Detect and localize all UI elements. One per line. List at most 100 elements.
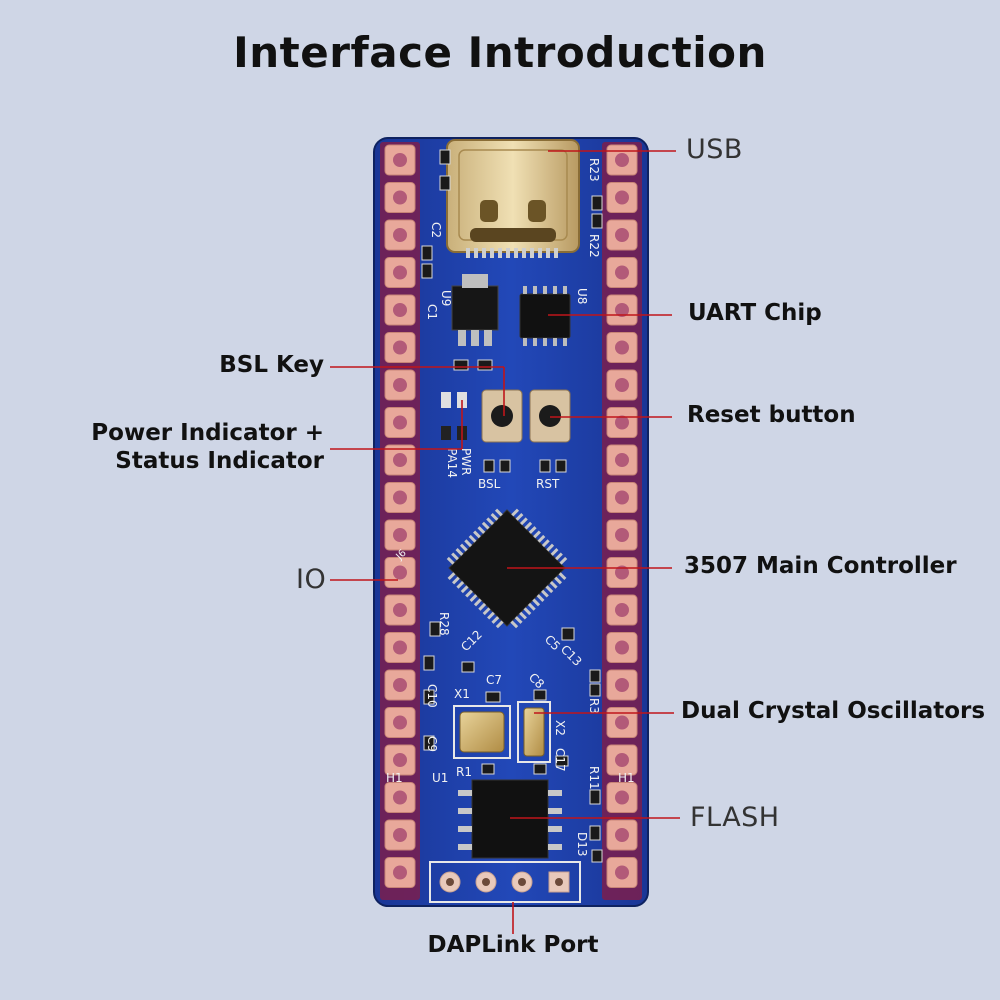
silk-d13: D13 xyxy=(575,832,589,857)
silk-u9: U9 xyxy=(439,290,453,306)
qfp-pin xyxy=(446,556,455,565)
smd-part xyxy=(591,195,603,211)
io-pad-hole xyxy=(615,603,629,617)
smd-part xyxy=(461,661,475,673)
qfp-pin xyxy=(490,512,499,521)
io-pad-hole xyxy=(615,490,629,505)
qfp-pin xyxy=(546,543,555,552)
qfp-pin xyxy=(558,572,567,581)
usb-pin xyxy=(498,248,502,258)
smd-part xyxy=(483,459,495,473)
qfp-pin xyxy=(487,611,495,620)
silk-c2: C2 xyxy=(429,222,443,238)
flash-pin xyxy=(458,790,472,796)
io-pad-hole xyxy=(615,528,629,542)
qfp-pin xyxy=(550,548,559,556)
qfp-pin xyxy=(519,611,527,620)
qfp-pin xyxy=(559,556,568,565)
reset-button xyxy=(529,389,571,443)
io-pad-hole xyxy=(393,453,407,467)
io-pad-hole xyxy=(393,678,407,692)
qfp-pin xyxy=(537,534,546,543)
smd-part xyxy=(591,213,603,229)
qfp-pin xyxy=(451,576,460,585)
smd-part xyxy=(485,691,501,703)
smd-part xyxy=(499,459,511,473)
qfp-pin xyxy=(451,552,459,561)
io-pad-hole xyxy=(393,753,407,767)
usb-pin xyxy=(522,248,526,258)
flash-pin xyxy=(548,790,562,796)
smd-part xyxy=(561,627,575,641)
silk-h1-right: H1 xyxy=(618,771,635,785)
io-pad-hole xyxy=(393,378,407,392)
io-pad-hole xyxy=(615,265,629,280)
io-pad-hole xyxy=(615,453,629,467)
label-usb: USB xyxy=(686,134,743,165)
io-pad-hole xyxy=(393,528,407,542)
uart-pin xyxy=(553,338,557,346)
qfp-pin xyxy=(495,620,504,629)
silk-pa14: PA14 xyxy=(445,448,459,478)
qfp-pin xyxy=(524,521,533,530)
io-pad-hole xyxy=(615,753,629,767)
qfp-pin xyxy=(464,539,473,548)
silk-r3: R3 xyxy=(587,698,601,714)
io-pad-hole xyxy=(393,490,407,505)
smd-part xyxy=(589,683,601,697)
smd-part xyxy=(539,459,551,473)
io-pad-hole xyxy=(615,303,629,317)
crystal-x2 xyxy=(517,701,551,763)
label-bsl-key: BSL Key xyxy=(219,352,324,378)
smd-part xyxy=(589,669,601,683)
uart-pin xyxy=(543,338,547,346)
io-pad-hole xyxy=(615,378,629,392)
right-io-pads xyxy=(606,144,638,888)
uart-chip xyxy=(519,286,571,346)
io-pad-hole xyxy=(393,565,407,580)
qfp-pin xyxy=(536,594,545,602)
qfp-pin xyxy=(469,594,478,602)
silk-c9: C9 xyxy=(425,736,439,752)
silk-r1: R1 xyxy=(456,765,472,779)
label-flash: FLASH xyxy=(690,802,780,833)
usb-pin xyxy=(474,248,478,258)
qfp-pin xyxy=(477,526,486,534)
smd-part xyxy=(423,689,435,705)
smd-part xyxy=(533,763,547,775)
qfp-pin xyxy=(549,581,558,589)
uart-pin xyxy=(553,286,557,294)
page-title: Interface Introduction xyxy=(233,28,767,77)
silk-r22: R22 xyxy=(587,234,601,258)
smd-part xyxy=(589,789,601,805)
u9-regulator xyxy=(451,274,499,346)
smd-part xyxy=(555,755,569,767)
smd-part xyxy=(481,763,495,775)
qfp-pin xyxy=(554,576,563,585)
silk-r28: R28 xyxy=(437,612,451,636)
qfp-pin xyxy=(520,517,528,526)
smd-part xyxy=(591,849,603,863)
qfp-pin xyxy=(555,552,563,561)
io-pad-hole xyxy=(393,303,407,317)
flash-pin xyxy=(548,844,562,850)
io-pad-hole xyxy=(393,190,407,205)
qfp-pin xyxy=(528,526,537,534)
io-pad-hole xyxy=(393,715,407,730)
io-pad-hole xyxy=(615,340,629,355)
io-pad-hole xyxy=(393,790,407,805)
smd-part xyxy=(439,149,451,165)
qfp-pin xyxy=(486,517,494,526)
uart-pin xyxy=(543,286,547,294)
uart-pin xyxy=(563,286,567,294)
smd-part xyxy=(477,359,493,371)
io-pad-hole xyxy=(393,828,407,842)
silk-c1: C1 xyxy=(425,304,439,320)
flash-pin xyxy=(458,808,472,814)
qfp-pin xyxy=(473,598,482,607)
io-pad-hole xyxy=(615,640,629,655)
qfp-pin xyxy=(473,530,481,539)
smd-part xyxy=(421,245,433,261)
qfp-pin xyxy=(541,539,550,548)
